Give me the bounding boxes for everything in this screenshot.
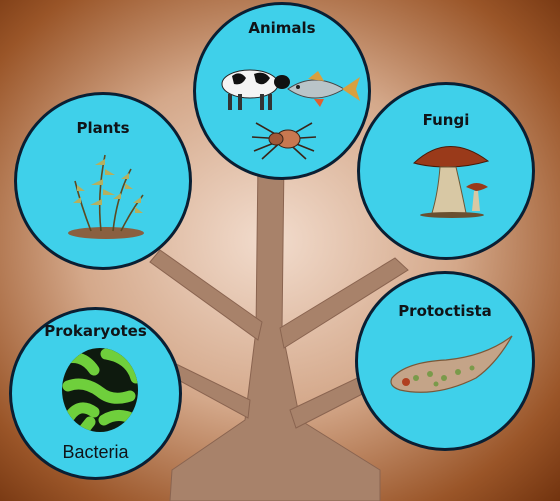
mushroom-icon (413, 146, 490, 218)
protoctista-label: Protoctista (398, 302, 492, 320)
protoctista-node: Protoctista (355, 271, 535, 451)
animals-node: Animals (193, 2, 371, 180)
fern-icon (68, 154, 144, 239)
plants-node: Plants (14, 92, 192, 270)
spider-icon (251, 122, 317, 160)
cow-icon (221, 69, 290, 110)
bacteria-icon (62, 348, 138, 432)
animals-label: Animals (248, 19, 316, 37)
prokaryotes-label: Prokaryotes (44, 322, 147, 340)
euglena-icon (390, 335, 513, 393)
fish-icon (287, 71, 360, 107)
plants-label: Plants (76, 119, 130, 137)
tree-trunk (149, 159, 409, 501)
bacteria-label: Bacteria (62, 442, 129, 462)
fungi-node: Fungi (357, 82, 535, 260)
prokaryotes-node: Prokaryotes Bacteria (9, 307, 182, 480)
fungi-label: Fungi (422, 111, 470, 129)
